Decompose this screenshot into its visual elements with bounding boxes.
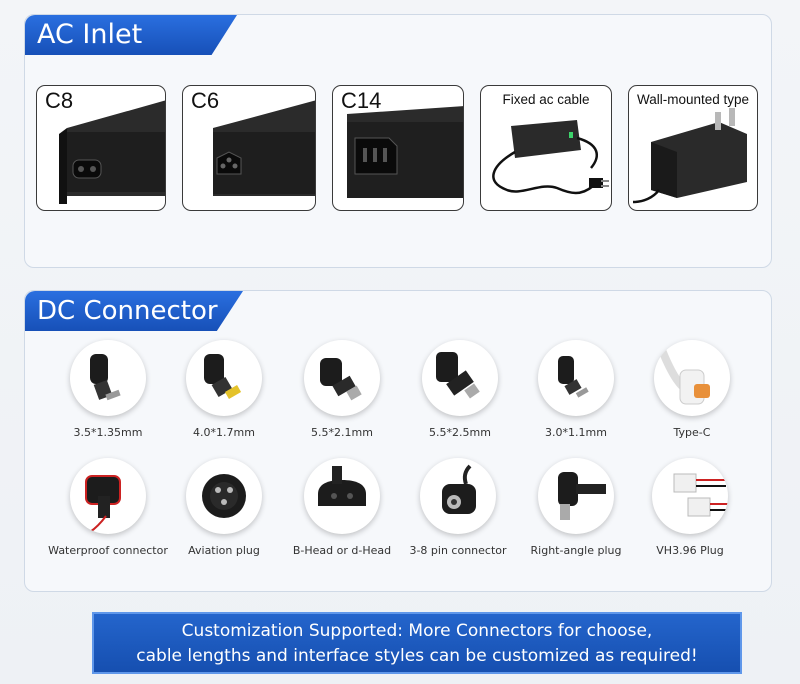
- aviation-plug-icon: [186, 458, 262, 534]
- dc-item-waterproof[interactable]: Waterproof connector: [48, 458, 168, 558]
- c8-adapter-image: [59, 100, 165, 204]
- right-angle-plug-icon: [538, 458, 614, 534]
- barrel-plug-icon: [186, 340, 262, 416]
- dc-item-label: Type-C: [673, 426, 711, 439]
- dc-item-4-0x1-7[interactable]: 4.0*1.7mm: [164, 340, 284, 440]
- ac-item-c6[interactable]: C6: [182, 85, 316, 211]
- ac-item-label: C8: [45, 88, 74, 113]
- dc-item-label: Right-angle plug: [530, 544, 622, 557]
- vh-plug-icon: [652, 458, 728, 534]
- din-connector-icon: [420, 458, 496, 534]
- wall-mounted-adapter-image: [632, 108, 747, 204]
- dc-item-vh396[interactable]: VH3.96 Plug: [630, 458, 750, 558]
- ac-item-label: Fixed ac cable: [502, 92, 590, 107]
- usb-c-plug-icon: [654, 340, 730, 416]
- ac-item-c8[interactable]: C8: [36, 85, 166, 211]
- fixed-ac-cable-image: [492, 120, 609, 195]
- dc-item-aviation-plug[interactable]: Aviation plug: [164, 458, 284, 558]
- dc-item-label: 3-8 pin connector: [409, 544, 507, 557]
- banner-line-1: Customization Supported: More Connectors…: [181, 621, 653, 641]
- dc-item-3-8-pin[interactable]: 3-8 pin connector: [398, 458, 518, 558]
- banner-line-2: cable lengths and interface styles can b…: [136, 646, 698, 666]
- barrel-plug-icon: [538, 340, 614, 416]
- waterproof-connector-icon: [70, 458, 146, 534]
- ac-item-label: C6: [191, 88, 220, 113]
- dc-item-5-5x2-1[interactable]: 5.5*2.1mm: [282, 340, 402, 440]
- dc-item-5-5x2-5[interactable]: 5.5*2.5mm: [400, 340, 520, 440]
- dc-item-right-angle[interactable]: Right-angle plug: [516, 458, 636, 558]
- customization-banner: Customization Supported: More Connectors…: [92, 612, 742, 674]
- dc-item-label: VH3.96 Plug: [656, 544, 724, 557]
- dc-item-label: Waterproof connector: [48, 544, 168, 557]
- dc-item-label: 5.5*2.1mm: [311, 426, 373, 439]
- dc-item-label: 3.5*1.35mm: [73, 426, 143, 439]
- dc-item-3-0x1-1[interactable]: 3.0*1.1mm: [516, 340, 636, 440]
- c6-adapter-image: [213, 100, 315, 196]
- b-head-connector-icon: [304, 458, 380, 534]
- dc-connector-panel: DC Connector: [24, 290, 772, 592]
- barrel-plug-icon: [304, 340, 380, 416]
- dc-item-label: 4.0*1.7mm: [193, 426, 255, 439]
- barrel-plug-icon: [422, 340, 498, 416]
- c14-adapter-image: [347, 106, 463, 198]
- dc-item-label: 5.5*2.5mm: [429, 426, 491, 439]
- ac-item-fixed-ac-cable[interactable]: Fixed ac cable: [480, 85, 612, 211]
- ac-item-wall-mounted[interactable]: Wall-mounted type: [628, 85, 758, 211]
- ac-item-label: C14: [341, 88, 382, 113]
- barrel-plug-icon: [70, 340, 146, 416]
- dc-connector-title: DC Connector: [25, 291, 243, 331]
- dc-item-3-5x1-35[interactable]: 3.5*1.35mm: [48, 340, 168, 440]
- dc-item-label: Aviation plug: [188, 544, 260, 557]
- dc-item-label: 3.0*1.1mm: [545, 426, 607, 439]
- dc-item-b-head[interactable]: B-Head or d-Head: [282, 458, 402, 558]
- ac-item-c14[interactable]: C14: [332, 85, 464, 211]
- ac-inlet-title: AC Inlet: [25, 15, 237, 55]
- dc-item-type-c[interactable]: Type-C: [632, 340, 752, 440]
- ac-item-label: Wall-mounted type: [636, 92, 750, 107]
- dc-item-label: B-Head or d-Head: [292, 544, 392, 557]
